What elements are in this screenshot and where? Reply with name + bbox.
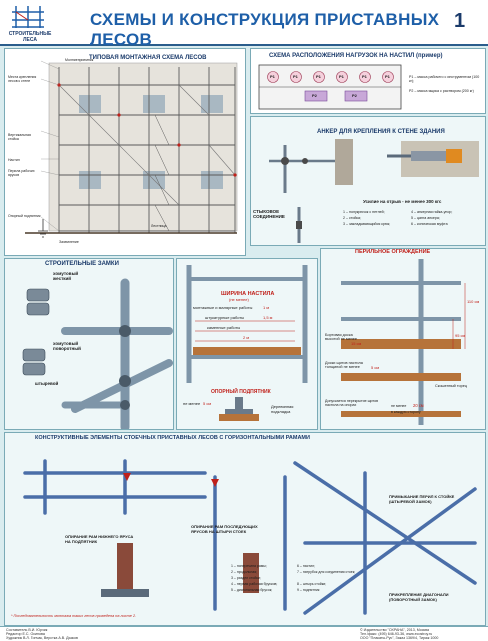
width-row-2-label: штукатурные работы [205,315,245,320]
mounting-scheme-title: ТИПОВАЯ МОНТАЖНАЯ СХЕМА ЛЕСОВ [89,55,207,61]
anchor-panel: АНКЕР ДЛЯ КРЕПЛЕНИЯ К СТЕНЕ ЗДАНИЯ СТЫКО… [250,116,486,246]
bottom-item-1: 1 – поперечина рамы; [231,564,267,568]
anchor-joint-label: СТЫКОВОЕ СОЕДИНЕНИЕ [253,209,285,219]
board-thickness-value: 5 см [371,365,380,370]
width-row-3-value: 2 м [243,335,250,340]
credits-left: Составитель В.И. Юрчик Редактор Е.С. Оси… [6,628,78,640]
deck-width-drawing [186,265,308,421]
poster-footer: Составитель В.И. Юрчик Редактор Е.С. Оси… [0,626,488,641]
base-dim-label: 5 см [203,401,212,406]
deck-width-title: ШИРИНА НАСТИЛА [221,291,275,297]
anchor-item-1: 1 – полукрючок с петлей; [343,210,385,214]
locks-panel: СТРОИТЕЛЬНЫЕ ЗАМКИ хомутовый жесткий хом… [4,258,174,430]
toe-board-label: Бортовая доска высотой не менее [325,333,358,342]
credits-right: © Издательство "ОХРАНА", 2013, Москва Те… [360,628,439,640]
width-row-1-label: монтажные и малярные работы [193,305,253,310]
swivel-clamp-label: хомутовый поворотный [53,341,81,351]
bevel-label: Скошенный торец [435,384,468,388]
rail-attach-label: ПРИМЫКАНИЕ ПЕРИЛ К СТОЙКЕ (ШТЫРЕВОЙ ЗАМО… [389,494,455,504]
overlap-value-label: 20 см [413,403,424,408]
next-support-label: ОПИРАНИЕ РАМ ПОСЛЕДУЮЩИХ ЯРУСОВ НА ШТЫРИ… [191,524,258,534]
fixed-clamp-label: хомутовый жесткий [53,271,79,281]
base-plate-title: ОПОРНЫЙ ПОДПЯТНИК [211,389,271,395]
deck-label: Настил [8,158,20,162]
deck-width-subtitle: (не менее) [229,297,249,302]
grounding-label: Заземление [59,240,79,244]
locks-drawing [22,278,173,429]
overlap-min-label: не менее [391,404,407,408]
width-row-3-label: каменные работы [207,325,241,330]
bottom-item-7: 7 – патрубок для соединения стоек; [297,570,356,574]
construction-elements-title: КОНСТРУКТИВНЫЕ ЭЛЕМЕНТЫ СТОЕЧНЫХ ПРИСТАВ… [35,435,310,441]
bottom-item-9: 9 – подпятник [297,588,320,592]
width-row-1-value: 1 м [263,305,270,310]
load-box-2: P2 [352,93,357,98]
bottom-item-4: 4 – первая рабочая брусков; [231,582,278,586]
diagonal-attach-label: ПРИКРЕПЛЕНИЕ ДИАГОНАЛИ (ПОВОРОТНЫЙ ЗАМОК… [389,592,449,602]
page-title: СХЕМЫ И КОНСТРУКЦИЯ ПРИСТАВНЫХ ЛЕСОВ [90,10,440,49]
lightning-rod-label: Молниеприемник [65,58,94,62]
bottom-item-2: 2 – продольная; [231,570,258,574]
vertical-post-label: Вертикальная стойка [8,133,31,141]
pin-lock-label: штыревой [35,381,59,386]
load-circle-6: P1 [385,74,390,79]
railing-drawing [341,259,466,425]
load-scheme-drawing [258,64,402,110]
poster-header: СТРОИТЕЛЬНЫЕ ЛЕСА СХЕМЫ И КОНСТРУКЦИЯ ПР… [0,0,488,49]
height-110-label: 110 см [467,299,480,304]
load-circle-5: P1 [362,74,367,79]
railing-title: ПЕРИЛЬНОЕ ОГРАЖДЕНИЕ [355,249,431,255]
mounting-scheme-panel: ТИПОВАЯ МОНТАЖНАЯ СХЕМА ЛЕСОВ [4,48,246,256]
bottom-item-5: 5 – диагональная брусок; [231,588,273,592]
anchor-item-6: 6 – коническая муфта [411,222,448,226]
anchor-item-4: 4 – анкерная гайка-упор; [411,210,453,214]
ladder-label: Лестница [151,224,167,228]
load-circle-2: P1 [293,74,298,79]
deck-width-panel: ШИРИНА НАСТИЛА (не менее) монтажные и ма… [176,258,318,430]
overlap-tail-label: в каждую сторону [391,410,421,414]
base-plate-label: Опорный подпятник [8,214,41,218]
load-legend-p2: P2 – масса ящика с раствором (200 кг) [409,89,474,93]
anchor-item-5: 5 – цанга анкера; [411,216,440,220]
page-number: 1 [454,10,466,32]
assembly-note: * Последовательность монтажа таких лесов… [11,614,137,618]
anchor-title: АНКЕР ДЛЯ КРЕПЛЕНИЯ К СТЕНЕ ЗДАНИЯ [317,129,445,135]
scaffold-logo-icon [8,2,48,30]
construction-elements-panel: КОНСТРУКТИВНЫЕ ЭЛЕМЕНТЫ СТОЕЧНЫХ ПРИСТАВ… [4,432,486,626]
load-legend-p1: P1 – масса рабочего с инструментом (100 … [409,75,480,84]
bottom-item-6: 6 – настил; [297,564,316,568]
height-15-label: 15 см [351,341,362,346]
lower-support-label: ОПИРАНИЕ РАМ НИЖНЕГО ЯРУСА НА ПОДПЯТНИК [65,534,134,544]
logo-label: СТРОИТЕЛЬНЫЕ ЛЕСА [8,31,52,43]
board-thickness-label: Доски щитов настила толщиной не менее [325,361,363,370]
load-circle-3: P1 [316,74,321,79]
width-row-2-value: 1,5 м [263,315,273,320]
load-box-1: P2 [312,93,317,98]
bottom-item-8: 8 – штырь стойки; [297,582,327,586]
base-min-label: не менее [183,401,201,406]
construction-elements-drawing [23,459,477,615]
anchor-points-label: Места крепления лесов к стене [8,75,37,83]
load-scheme-title: СХЕМА РАСПОЛОЖЕНИЯ НАГРУЗОК НА НАСТИЛ (п… [269,53,443,59]
height-95-label: 95 см [455,333,466,338]
mounting-scheme-drawing [25,60,238,238]
overlap-label: Допускается перекрытие щитов настила на … [325,399,379,408]
load-scheme-panel: СХЕМА РАСПОЛОЖЕНИЯ НАГРУЗОК НА НАСТИЛ (п… [250,48,486,114]
locks-title: СТРОИТЕЛЬНЫЕ ЗАМКИ [45,261,119,267]
railing-label: Перила рабочих ярусов [8,169,35,177]
anchor-item-3: 3 – закладывающийся крюк; [343,222,391,226]
anchor-drawing [269,139,479,243]
anchor-force-label: Усилие на отрыв - не менее 300 кгс [363,199,442,204]
anchor-item-2: 2 – стойка; [343,216,362,220]
railing-panel: ПЕРИЛЬНОЕ ОГРАЖДЕНИЕ 110 см 95 см Бортов… [320,248,486,430]
load-circle-1: P1 [270,74,275,79]
bottom-item-3: 3 – раздел стойки; [231,576,261,580]
load-circle-4: P1 [339,74,344,79]
base-wood-label: Деревянная подкладка [271,404,294,414]
